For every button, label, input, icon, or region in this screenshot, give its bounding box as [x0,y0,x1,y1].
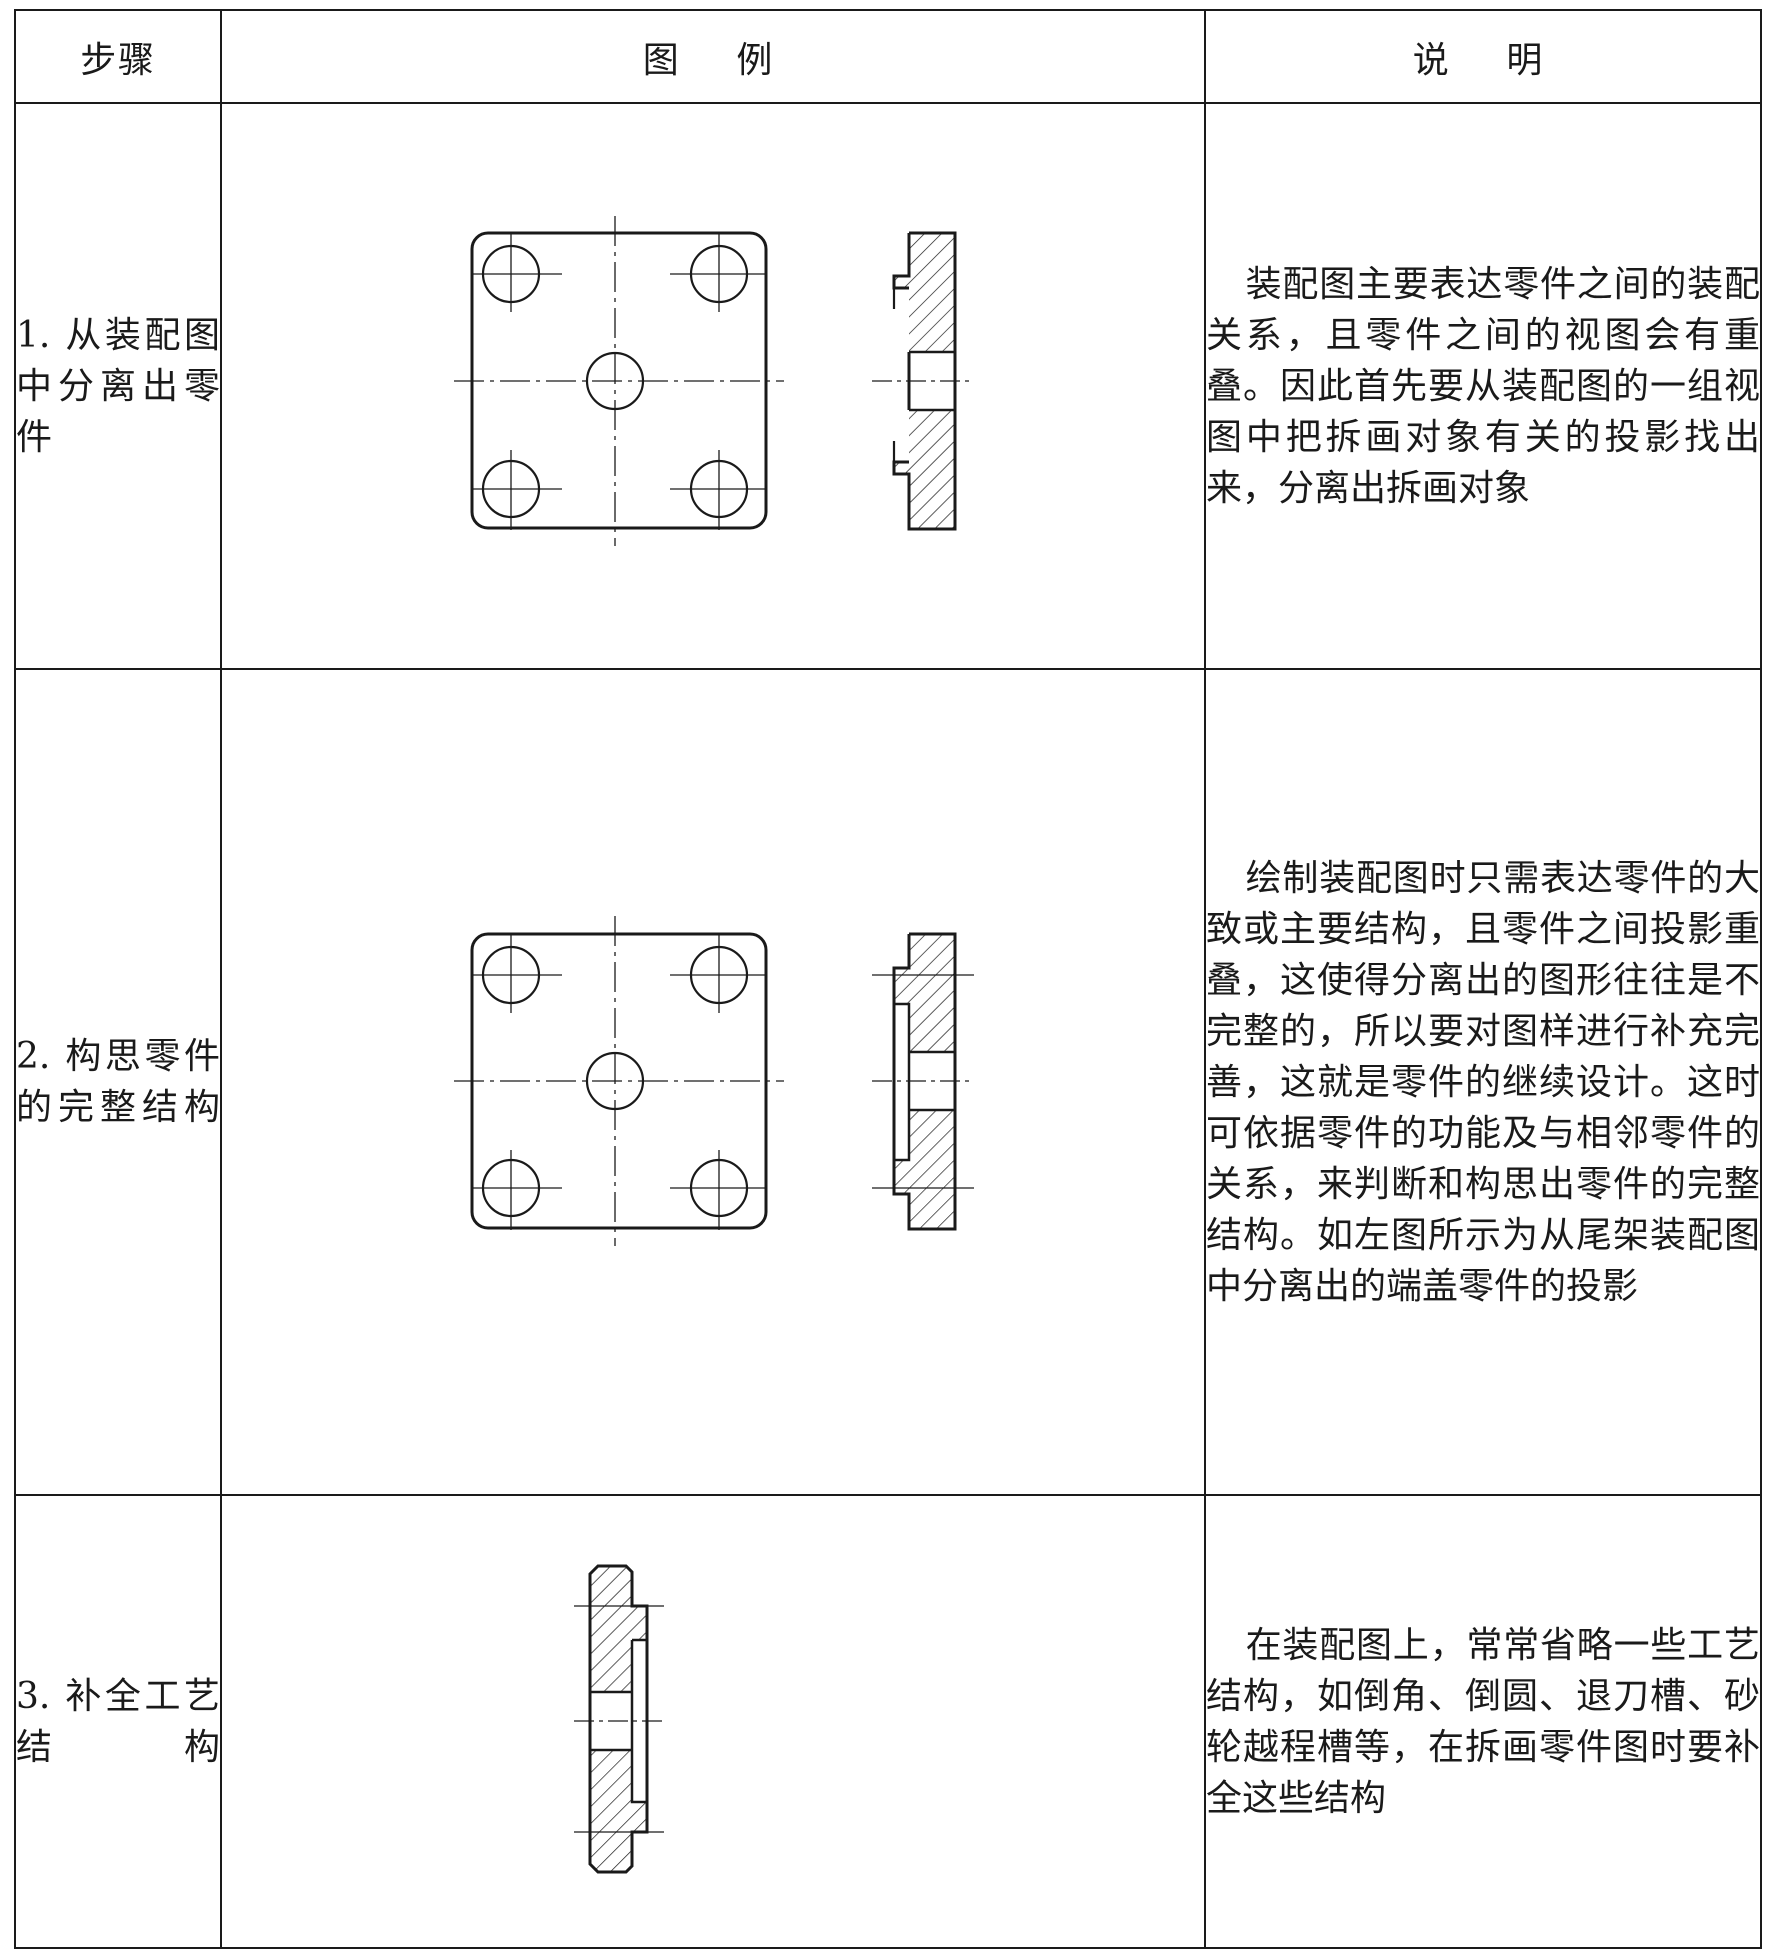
step-cell: 2. 构思零件的完整结构 [14,668,222,1496]
drawing-2 [454,916,974,1246]
figure-cell [220,668,1206,1496]
header-step: 步骤 [14,9,222,104]
side-section-view [872,231,974,531]
description-text: 绘制装配图时只需表达零件的大致或主要结构，且零件之间投影重叠，这使得分离出的图形… [1206,857,1760,1307]
side-section-view [872,932,974,1231]
step-cell: 3. 补全工艺结构 [14,1494,222,1949]
steps-table: 步骤 图 例 说 明 1. 从装配图中分离出零件 [14,9,1762,1949]
figure-cell [220,1494,1206,1949]
figure-cell [220,102,1206,670]
description-cell: 装配图主要表达零件之间的装配关系，且零件之间的视图会有重叠。因此首先要从装配图的… [1204,102,1762,670]
header-row: 步骤 图 例 说 明 [14,9,1762,104]
table-row: 3. 补全工艺结构 在装配图上，常 [14,1494,1762,1949]
step-cell: 1. 从装配图中分离出零件 [14,102,222,670]
table-row: 1. 从装配图中分离出零件 [14,102,1762,670]
table-row: 2. 构思零件的完整结构 [14,668,1762,1496]
description-cell: 绘制装配图时只需表达零件的大致或主要结构，且零件之间投影重叠，这使得分离出的图形… [1204,668,1762,1496]
description-text: 在装配图上，常常省略一些工艺结构，如倒角、倒圆、退刀槽、砂轮越程槽等，在拆画零件… [1206,1624,1760,1819]
drawing-3 [574,1564,664,1874]
front-view [454,916,784,1246]
description-text: 装配图主要表达零件之间的装配关系，且零件之间的视图会有重叠。因此首先要从装配图的… [1206,263,1760,509]
description-cell: 在装配图上，常常省略一些工艺结构，如倒角、倒圆、退刀槽、砂轮越程槽等，在拆画零件… [1204,1494,1762,1949]
header-figure: 图 例 [220,9,1206,104]
drawing-1 [454,216,974,546]
header-description: 说 明 [1204,9,1762,104]
front-view [454,216,784,546]
side-section-view [574,1564,664,1874]
